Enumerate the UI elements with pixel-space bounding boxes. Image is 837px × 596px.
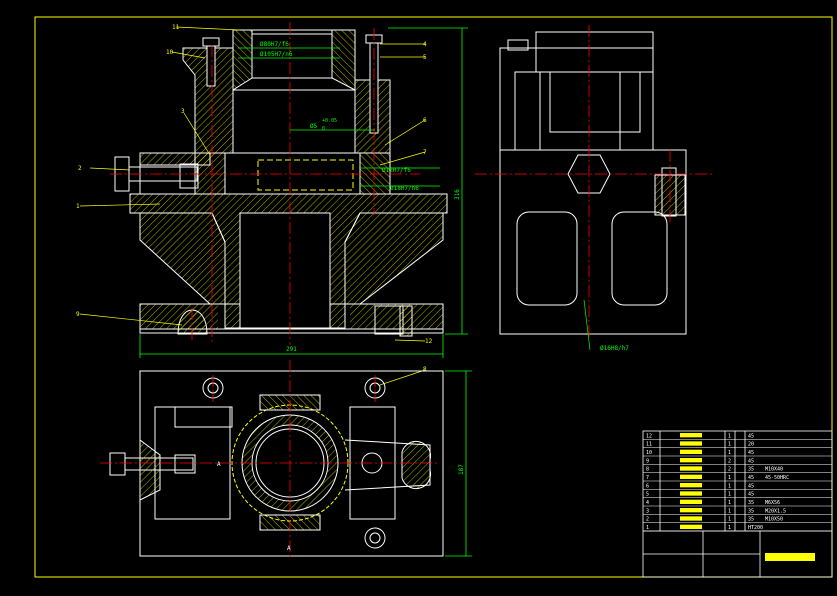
height-label: 316 [454,189,461,200]
balloon-3: 3 [181,108,185,115]
balloon-10: 10 [166,49,174,56]
bom-name-placeholder [680,499,702,504]
side-view [499,31,687,335]
front-view [114,29,448,337]
balloon-6: 6 [423,117,427,124]
bom-name-placeholder [680,491,702,496]
bom-cell-qty: 1 [728,433,731,439]
tol-lower-label: 0 [322,126,325,132]
top-centerlines [100,360,440,560]
title-accent-bar [765,553,815,561]
bom-cell-qty: 1 [728,475,731,481]
bom-cell-no: 1 [646,525,649,531]
front-dimensions [139,27,468,358]
bom-cell-qty: 1 [728,500,731,506]
bom-cell-qty: 1 [728,517,731,523]
bom-name-placeholder [680,516,702,521]
bom-cell-no: 11 [646,442,652,448]
bom-cell-qty: 1 [728,492,731,498]
balloon-12: 12 [425,338,433,345]
bom-cell-std: M10X40 [765,467,783,473]
bom-cell-std: M10X50 [765,517,783,523]
fit-mid-label: Ø105H7/n6 [260,51,293,58]
bom-name-placeholder [680,524,702,529]
bom-cell-mat: HT200 [748,525,763,531]
bom-cell-mat: 45 [748,433,754,439]
balloon-2: 2 [78,165,82,172]
bom-cell-qty: 1 [728,483,731,489]
bom-name-placeholder [680,441,702,446]
width-label: 291 [286,346,297,353]
bom-cell-qty: 1 [728,508,731,514]
bom-cell-std: 45-50HRC [765,475,789,481]
front-centerlines [110,22,420,345]
bom-cell-mat: 20 [748,442,754,448]
bom-cell-qty: 2 [728,467,731,473]
bom-cell-std: M6X56 [765,500,780,506]
bom-cell-no: 8 [646,467,649,473]
section-marker-bottom: A [287,545,291,552]
bom-cell-qty: 2 [728,458,731,464]
bom-cell-no: 4 [646,500,649,506]
bom-cell-mat: 35 [748,508,754,514]
bore-label: Ø5 [310,123,318,130]
bom-name-placeholder [680,508,702,513]
balloon-4: 4 [423,41,427,48]
leaders [79,26,426,386]
bom-name-placeholder [680,433,702,438]
balloon-7: 7 [423,149,427,156]
bom-cell-qty: 1 [728,525,731,531]
bom-name-placeholder [680,466,702,471]
bom-cell-no: 12 [646,433,652,439]
bom-cell-mat: 35 [748,467,754,473]
balloon-11: 11 [172,24,180,31]
bom-cell-no: 3 [646,508,649,514]
bom-name-placeholder [680,458,702,463]
bom-cell-mat: 35 [748,500,754,506]
bom-cell-mat: 45 [748,458,754,464]
balloon-9: 9 [76,311,80,318]
top-dimensions [445,370,472,557]
bom-name-placeholder [680,449,702,454]
bom-cell-no: 2 [646,517,649,523]
bom-cell-no: 5 [646,492,649,498]
balloon-5: 5 [423,54,427,61]
bom-cell-qty: 1 [728,442,731,448]
tol-upper-label: +0.05 [322,118,337,124]
fit-top-label: Ø80H7/f6 [260,41,289,48]
top-view [109,370,444,557]
bom-cell-mat: 45 [748,483,754,489]
bom-name-placeholder [680,483,702,488]
fit-bush-label: Ø18H7/n6 [390,185,419,192]
balloon-8: 8 [423,366,427,373]
side-centerlines [475,25,715,340]
side-fit-label: Ø16H8/h7 [600,345,629,352]
sheet-border [34,16,833,578]
bom-cell-mat: 35 [748,517,754,523]
balloon-1: 1 [76,203,80,210]
side-fit-leader [583,299,591,351]
bom-cell-mat: 45 [748,475,754,481]
bom-cell-no: 7 [646,475,649,481]
section-marker-left: A [217,461,221,468]
bom-cell-std: M20X1.5 [765,508,786,514]
fit-pin-label: Ø12H7/f6 [382,167,411,174]
bom-cell-mat: 45 [748,450,754,456]
bom-cell-qty: 1 [728,450,731,456]
bom-cell-no: 6 [646,483,649,489]
bom-cell-mat: 45 [748,492,754,498]
bom-cell-no: 9 [646,458,649,464]
bottom-height-label: 187 [458,464,465,475]
bom-cell-no: 10 [646,450,652,456]
bom-name-placeholder [680,474,702,479]
